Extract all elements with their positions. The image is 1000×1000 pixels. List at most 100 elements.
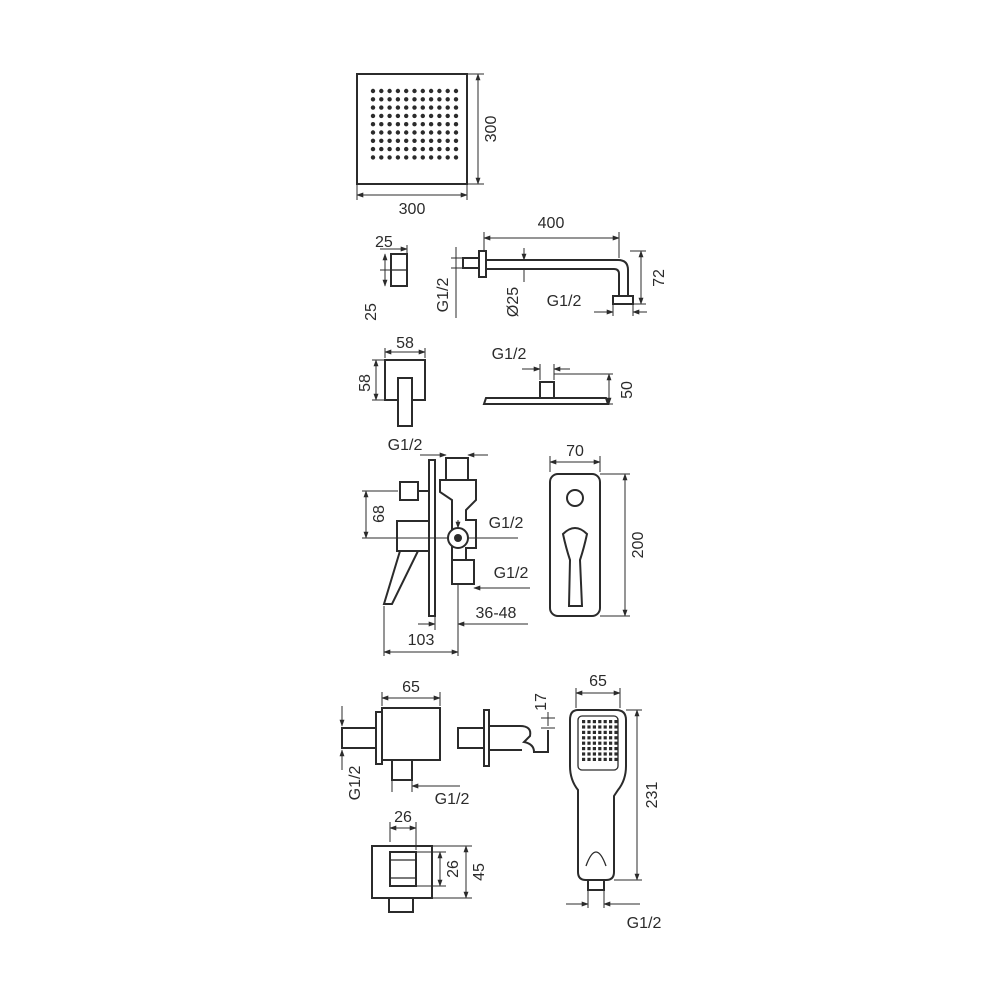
nozzle-dot	[395, 88, 401, 94]
nozzle-dot	[603, 741, 607, 745]
nozzle-dot	[609, 736, 613, 740]
nozzle-dot	[592, 720, 596, 724]
nozzle-dot	[379, 146, 384, 152]
nozzle-dot	[395, 130, 401, 135]
nozzle-dot	[437, 113, 442, 119]
head-inlet-label: G1/2	[492, 346, 527, 363]
valve-top-inlet-label: G1/2	[388, 437, 423, 454]
nozzle-dot	[428, 146, 434, 152]
outlet-inlet-label: G1/2	[347, 766, 364, 801]
nozzle-dot	[453, 97, 459, 102]
hand-shower-grip	[585, 851, 607, 867]
hand-width-label: 65	[589, 673, 607, 690]
outlet-width-label: 65	[402, 679, 420, 696]
outlet-front-inner-label: 26	[445, 860, 462, 878]
nozzle-dot	[609, 752, 613, 756]
nozzle-dot	[453, 105, 459, 110]
nozzle-dot	[404, 88, 409, 94]
nozzle-dot	[592, 736, 596, 740]
nozzle-dot	[387, 130, 392, 135]
nozzle-dot	[445, 88, 450, 94]
flange-height-label: 58	[357, 374, 374, 392]
nozzle-dot	[603, 730, 607, 734]
nozzle-dot	[614, 725, 618, 729]
nozzle-dot	[437, 155, 442, 160]
nozzle-dot	[428, 113, 434, 119]
nozzle-dot	[370, 138, 376, 143]
rain-shower-head-top-view: 300 300	[356, 73, 500, 218]
nozzle-dot	[428, 105, 434, 110]
nozzle-dot	[453, 88, 459, 94]
nozzle-dot	[592, 741, 596, 745]
nozzle-dot	[587, 752, 591, 756]
nozzle-dot	[437, 88, 442, 94]
nozzle-dot	[603, 752, 607, 756]
nozzle-dot	[428, 122, 434, 127]
wall-outlet-front-view: 26 26 45	[371, 809, 488, 913]
nozzle-dot	[453, 122, 459, 127]
nozzle-dot	[603, 725, 607, 729]
nozzle-dot	[598, 725, 602, 729]
nozzle-dot	[420, 113, 425, 119]
nozzle-dot	[609, 725, 613, 729]
nozzle-dot	[598, 757, 602, 761]
nozzle-dot	[379, 130, 384, 135]
nozzle-dot	[387, 113, 392, 119]
outlet-inlet	[341, 727, 377, 749]
nozzle-dot	[387, 105, 392, 110]
arm-tube-label: Ø25	[505, 287, 522, 317]
nozzle-dot	[598, 736, 602, 740]
nozzle-dot	[404, 130, 409, 135]
lever-front	[561, 527, 589, 607]
nozzle-dot	[420, 105, 425, 110]
nozzle-dot	[445, 130, 450, 135]
nozzle-dot	[609, 747, 613, 751]
nozzle-dot	[395, 155, 401, 160]
nozzle-dot	[420, 146, 425, 152]
nozzle-dot	[582, 725, 586, 729]
nozzle-dot	[582, 747, 586, 751]
block-width-label: 25	[375, 234, 393, 251]
nozzle-dot	[437, 97, 442, 102]
nozzle-dot	[412, 155, 417, 160]
nozzle-dot	[592, 730, 596, 734]
nozzle-dot	[453, 138, 459, 143]
nozzle-dot	[614, 741, 618, 745]
nozzle-dot	[404, 146, 409, 152]
nozzle-dot	[379, 122, 384, 127]
nozzle-dot	[603, 736, 607, 740]
nozzle-dot	[412, 130, 417, 135]
nozzle-dot	[603, 757, 607, 761]
nozzle-dot	[379, 97, 384, 102]
nozzle-dot	[412, 146, 417, 152]
hand-connection-label: G1/2	[627, 915, 662, 932]
nozzle-dot	[598, 720, 602, 724]
nozzle-dot	[587, 741, 591, 745]
hand-nozzle-grid	[582, 720, 618, 761]
head-outline	[356, 73, 468, 185]
nozzle-dot	[370, 88, 376, 94]
nozzle-dot	[370, 97, 376, 102]
nozzle-dot	[412, 122, 417, 127]
nozzle-dot	[404, 155, 409, 160]
nozzle-dot	[445, 97, 450, 102]
nozzle-dot	[404, 97, 409, 102]
nozzle-dot	[587, 720, 591, 724]
ceiling-connector-block: 25 25	[363, 234, 408, 321]
hand-shower-body	[569, 709, 627, 881]
arm-thread	[462, 257, 480, 269]
valve-bottom-inlet-label: G1/2	[494, 565, 529, 582]
nozzle-dot	[598, 752, 602, 756]
nozzle-dot	[412, 138, 417, 143]
arm-connection-label: G1/2	[435, 278, 452, 313]
nozzle-dot	[428, 138, 434, 143]
nozzle-dot	[582, 720, 586, 724]
nozzle-dot	[437, 146, 442, 152]
head-height-label: 300	[483, 116, 500, 143]
nozzle-dot	[582, 730, 586, 734]
nozzle-dot	[379, 138, 384, 143]
mixer-cover-plate-front: 70 200	[549, 443, 647, 617]
nozzle-dot	[412, 97, 417, 102]
wall-depth-label: 36-48	[476, 605, 517, 622]
hand-shower-connector	[587, 879, 605, 891]
